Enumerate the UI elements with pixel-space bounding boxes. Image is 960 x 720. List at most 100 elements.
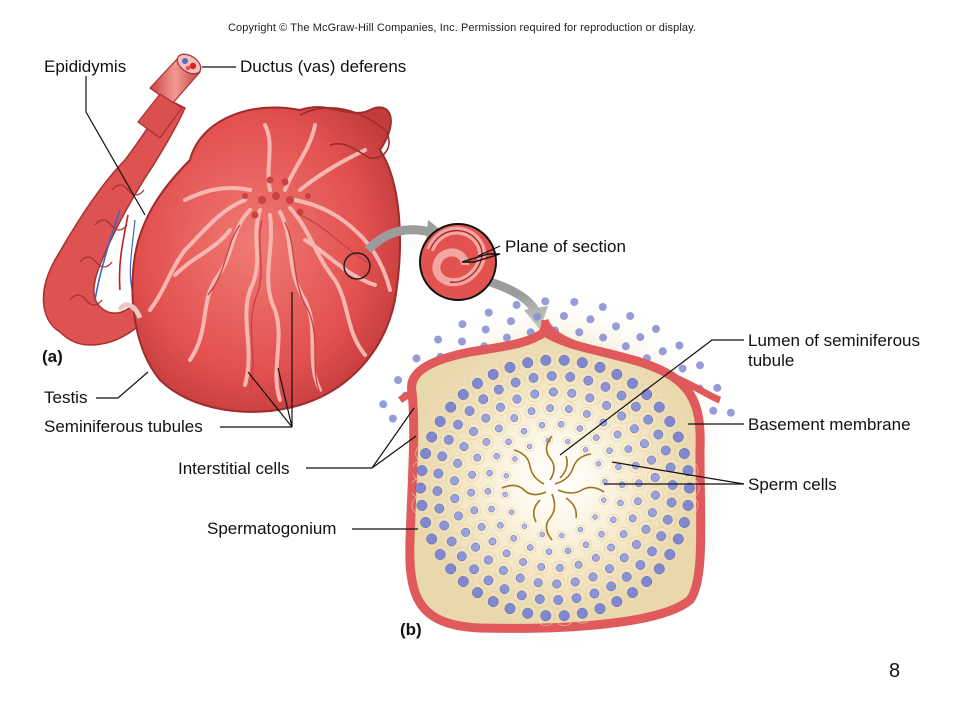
germ-cell-outline [628, 458, 643, 473]
germ-cell-outline [677, 460, 699, 481]
section-marker-circle [343, 252, 371, 280]
label-testis: Testis [44, 388, 88, 407]
germ-cell-nucleus [478, 394, 489, 405]
germ-cell-outline [628, 536, 645, 553]
germ-cell-nucleus [521, 523, 528, 529]
germ-cell-outline [658, 510, 677, 529]
germ-cell-nucleus [495, 424, 503, 433]
germ-cell-outline [470, 450, 485, 465]
germ-cell-outline [439, 430, 458, 449]
germ-cell-nucleus [605, 564, 614, 574]
germ-cell-outline [612, 460, 625, 473]
germ-cell-nucleus [662, 514, 673, 525]
germ-cell-nucleus [564, 547, 572, 555]
germ-cell-outline [500, 489, 510, 500]
germ-cell-nucleus [493, 452, 500, 460]
germ-cell-nucleus [611, 368, 623, 380]
germ-cell-nucleus [416, 499, 428, 511]
germ-cell-outline [573, 422, 586, 435]
germ-cell-nucleus [515, 573, 525, 583]
germ-cell-outline [617, 567, 636, 586]
germ-cell-outline [631, 555, 650, 574]
germ-cell-nucleus [602, 401, 612, 410]
germ-cell-nucleus [577, 526, 584, 533]
germ-cell-outline [519, 521, 530, 532]
leader-testis [96, 371, 149, 399]
germ-cell-nucleus [487, 368, 499, 380]
germ-cell-outline [649, 397, 670, 418]
germ-cell-nucleus [593, 434, 600, 441]
germ-cell-nucleus [545, 548, 553, 555]
germ-cell-outline [580, 444, 591, 455]
interstitial-cell [626, 312, 635, 320]
germ-cell-outline [440, 397, 461, 418]
interstitial-cell [696, 361, 704, 370]
germ-cell-nucleus [469, 427, 478, 436]
germ-cell-nucleus [493, 384, 504, 395]
germ-cell-outline [562, 436, 573, 447]
germ-cell-outline [590, 512, 600, 522]
germ-cell-nucleus [426, 431, 438, 443]
germ-cell-nucleus [434, 549, 446, 560]
label-seminiferous-tubules: Seminiferous tubules [44, 417, 203, 436]
germ-cell-nucleus [647, 546, 657, 557]
germ-cell-nucleus [481, 413, 491, 423]
germ-cell-nucleus [467, 488, 475, 497]
germ-cell-nucleus [468, 470, 476, 479]
germ-cell-nucleus [683, 482, 695, 494]
germ-cell-outline [575, 524, 586, 535]
germ-cell-nucleus [434, 416, 446, 427]
germ-cell-nucleus [616, 390, 627, 401]
germ-cell-nucleus [538, 421, 546, 429]
germ-cell-outline [534, 559, 549, 575]
germ-cell-nucleus [497, 522, 504, 529]
germ-cell-nucleus [664, 549, 676, 560]
interstitial-cell [458, 320, 467, 329]
germ-cell-outline [636, 435, 653, 453]
germ-cell-outline [674, 512, 695, 533]
germ-cell-nucleus [660, 445, 671, 456]
germ-cell-nucleus [552, 579, 562, 589]
germ-cell-nucleus [457, 576, 469, 587]
germ-cell-outline [621, 442, 636, 457]
germ-cell-outline [485, 534, 500, 549]
germ-cell-nucleus [621, 571, 632, 582]
germ-cell-nucleus [426, 533, 438, 545]
germ-cell-outline [489, 380, 508, 399]
germ-cell-outline [415, 512, 436, 533]
sperm-tails-drawing [501, 435, 605, 541]
germ-cell-nucleus [594, 361, 606, 373]
germ-cell-nucleus [619, 530, 628, 538]
germ-cell-nucleus [598, 530, 605, 538]
germ-cell-outline [479, 571, 498, 590]
germ-cell-outline [649, 425, 668, 444]
germ-cell-outline [524, 404, 539, 419]
germ-cell-nucleus [664, 416, 676, 427]
germ-cell-outline [421, 528, 442, 550]
germ-cell-nucleus [528, 373, 539, 383]
germ-cell-outline [579, 371, 598, 390]
germ-cell-outline [663, 475, 682, 494]
interstitial-cell [575, 328, 584, 337]
germ-cell-nucleus [472, 377, 483, 389]
germ-cell-nucleus [439, 520, 450, 531]
germ-cell-nucleus [571, 593, 582, 603]
germ-cell-outline [430, 499, 449, 518]
germ-cell-nucleus [488, 505, 495, 513]
interstitial-cell [481, 325, 490, 334]
label-plane-of-section: Plane of section [505, 237, 626, 256]
germ-cell-outline [526, 385, 544, 403]
label-lumen-line1: Lumen of seminiferous [748, 331, 920, 350]
germ-cell-nucleus [558, 610, 570, 622]
germ-cell-nucleus [498, 566, 508, 575]
germ-cell-nucleus [632, 540, 641, 549]
germ-cell-nucleus [585, 393, 595, 403]
plane-of-section-inset [419, 223, 501, 301]
germ-cell-nucleus [650, 473, 660, 482]
germ-cell-nucleus [666, 497, 677, 508]
germ-cell-outline [677, 495, 699, 516]
germ-cell-nucleus [464, 406, 475, 416]
germ-cell-outline [517, 352, 538, 373]
germ-cell-nucleus [606, 447, 613, 454]
